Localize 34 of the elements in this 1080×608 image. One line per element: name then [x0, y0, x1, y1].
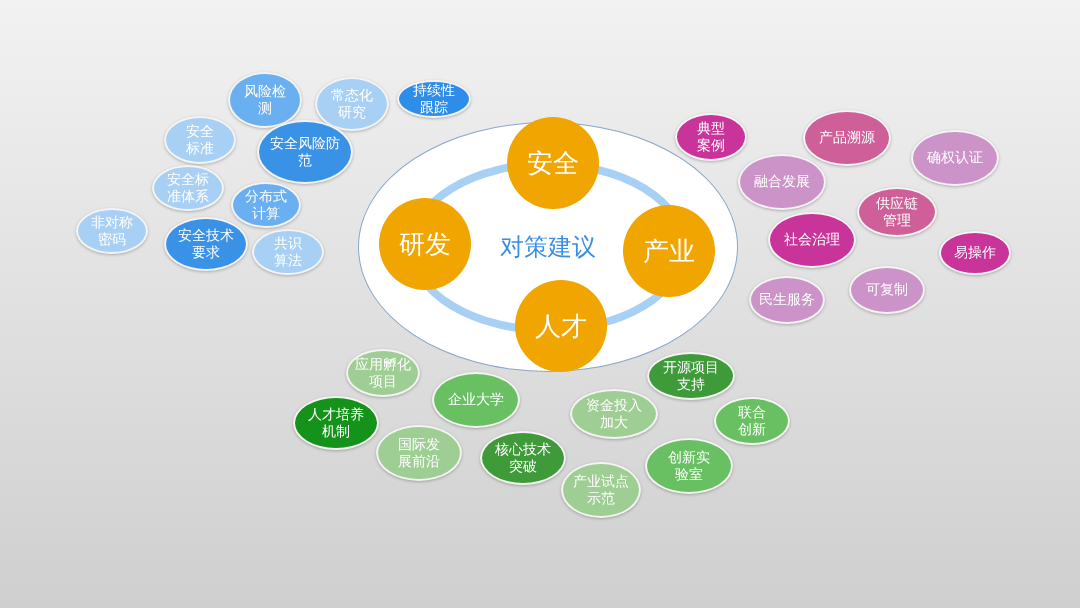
bubble: 供应链管理	[857, 187, 937, 237]
bubble: 安全标准	[164, 116, 236, 164]
bubble: 联合创新	[714, 397, 790, 445]
bubble: 产品溯源	[803, 110, 891, 166]
topic-circle: 产业	[623, 205, 715, 297]
bubble: 融合发展	[738, 154, 826, 210]
bubble: 典型案例	[675, 113, 747, 161]
bubble: 创新实验室	[645, 438, 733, 494]
bubble: 分布式计算	[231, 182, 301, 228]
bubble: 非对称密码	[76, 208, 148, 254]
topic-circle: 安全	[507, 117, 599, 209]
bubble: 人才培养机制	[293, 396, 379, 450]
bubble: 风险检测	[228, 72, 302, 128]
bubble: 社会治理	[768, 212, 856, 268]
bubble: 应用孵化项目	[346, 349, 420, 397]
bubble: 可复制	[849, 266, 925, 314]
bubble: 核心技术突破	[480, 431, 566, 485]
bubble: 安全标准体系	[152, 165, 224, 211]
bubble: 民生服务	[749, 276, 825, 324]
bubble: 持续性跟踪	[397, 80, 471, 118]
bubble: 国际发展前沿	[376, 425, 462, 481]
bubble: 安全风险防范	[257, 120, 353, 184]
bubble: 开源项目支持	[647, 352, 735, 400]
bubble: 资金投入加大	[570, 389, 658, 439]
bubble: 安全技术要求	[164, 217, 248, 271]
bubble: 企业大学	[432, 372, 520, 428]
bubble: 产业试点示范	[561, 462, 641, 518]
topic-circle: 研发	[379, 198, 471, 290]
bubble: 常态化研究	[315, 77, 389, 131]
topic-circle: 人才	[515, 280, 607, 372]
bubble: 易操作	[939, 231, 1011, 275]
center-label: 对策建议	[500, 232, 596, 262]
bubble: 确权认证	[911, 130, 999, 186]
bubble: 共识算法	[252, 229, 324, 275]
